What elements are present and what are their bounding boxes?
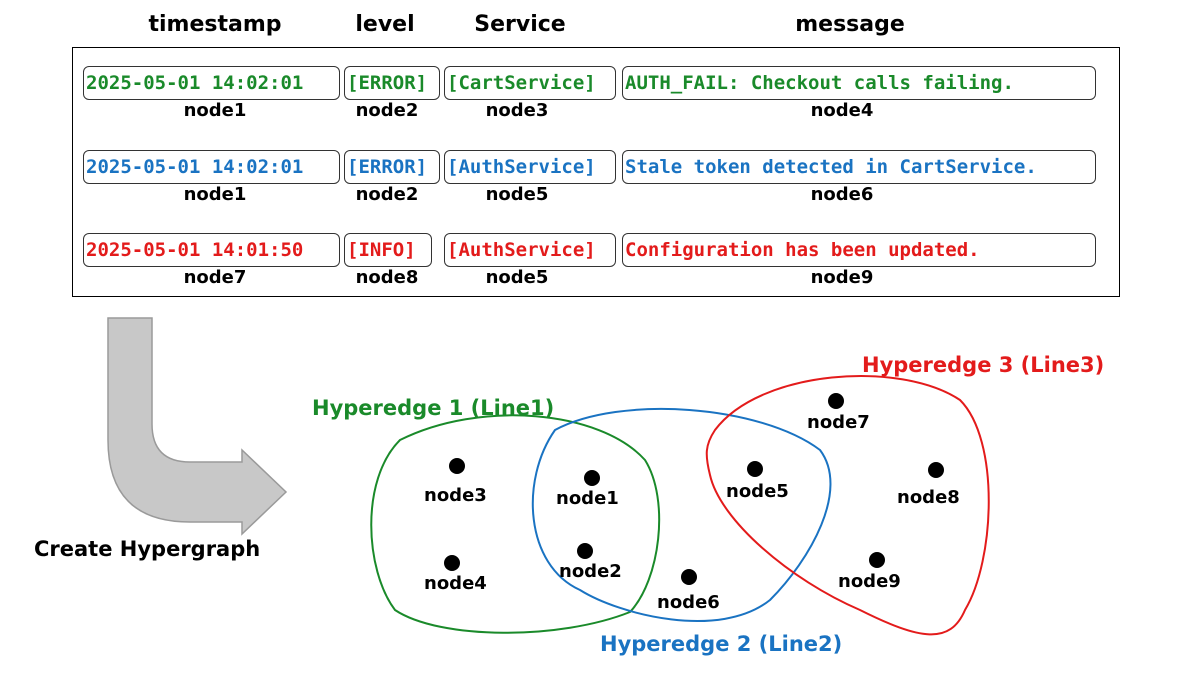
row3-node-label: node9 <box>810 267 874 288</box>
row1-node-label: node3 <box>485 100 549 121</box>
row3-node-label: node7 <box>183 267 247 288</box>
header-level: level <box>355 12 415 37</box>
log-table <box>72 47 1120 297</box>
header-service: Service <box>474 12 566 37</box>
graph-node-label: node5 <box>726 481 789 502</box>
node7-dot <box>828 393 844 409</box>
header-message: message <box>795 12 905 37</box>
node1-dot <box>584 470 600 486</box>
row1-node-label: node4 <box>810 100 874 121</box>
node6-dot <box>681 569 697 585</box>
graph-node-label: node9 <box>838 571 901 592</box>
hyperedge-1-outline <box>370 414 661 634</box>
row1-node-label: node1 <box>183 100 247 121</box>
row1-timestamp-cell: 2025-05-01 14:02:01 <box>83 66 340 100</box>
hyperedge-1-label: Hyperedge 1 (Line1) <box>312 396 555 420</box>
graph-node-label: node8 <box>897 487 960 508</box>
row1-node-label: node2 <box>355 100 419 121</box>
row3-service-cell: [AuthService] <box>444 233 616 267</box>
row1-message-cell: AUTH_FAIL: Checkout calls failing. <box>622 66 1096 100</box>
graph-node-label: node3 <box>424 485 487 506</box>
hyperedge-2-outline <box>531 407 832 622</box>
node5-dot <box>747 461 763 477</box>
node4-dot <box>444 555 460 571</box>
hyperedge-2-label: Hyperedge 2 (Line2) <box>600 632 843 656</box>
row2-message-cell: Stale token detected in CartService. <box>622 150 1096 184</box>
node8-dot <box>928 462 944 478</box>
row2-timestamp-cell: 2025-05-01 14:02:01 <box>83 150 340 184</box>
graph-node-label: node1 <box>556 488 619 509</box>
graph-node-label: node6 <box>657 592 720 613</box>
curved-arrow-icon <box>107 317 288 536</box>
graph-node-label: node7 <box>807 412 870 433</box>
create-hypergraph-label: Create Hypergraph <box>34 537 261 561</box>
row2-node-label: node1 <box>183 184 247 205</box>
hyperedge-3-outline <box>705 375 990 636</box>
row3-node-label: node8 <box>355 267 419 288</box>
graph-node-label: node2 <box>559 561 622 582</box>
node3-dot <box>449 458 465 474</box>
row1-level-cell: [ERROR] <box>344 66 440 100</box>
header-timestamp: timestamp <box>148 12 282 37</box>
row2-node-label: node6 <box>810 184 874 205</box>
row1-service-cell: [CartService] <box>444 66 616 100</box>
row3-message-cell: Configuration has been updated. <box>622 233 1096 267</box>
row3-timestamp-cell: 2025-05-01 14:01:50 <box>83 233 340 267</box>
row2-level-cell: [ERROR] <box>344 150 440 184</box>
node9-dot <box>869 552 885 568</box>
row3-level-cell: [INFO] <box>344 233 432 267</box>
hyperedge-3-label: Hyperedge 3 (Line3) <box>862 353 1105 377</box>
node2-dot <box>577 543 593 559</box>
graph-node-label: node4 <box>424 573 487 594</box>
row2-node-label: node2 <box>355 184 419 205</box>
row2-service-cell: [AuthService] <box>444 150 616 184</box>
row3-node-label: node5 <box>485 267 549 288</box>
row2-node-label: node5 <box>485 184 549 205</box>
